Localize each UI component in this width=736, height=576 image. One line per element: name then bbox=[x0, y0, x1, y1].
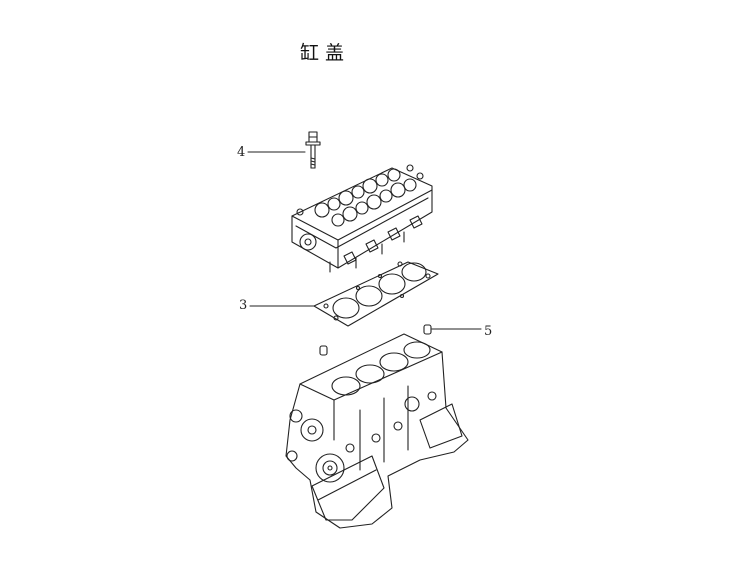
cylinder-block bbox=[285, 333, 469, 529]
dowel-pin-right bbox=[423, 324, 432, 335]
page-title: 缸盖 bbox=[300, 42, 351, 64]
cylinder-head bbox=[291, 164, 433, 273]
callout-3-label: 3 bbox=[239, 298, 248, 313]
callout-5-label: 5 bbox=[484, 324, 493, 339]
head-gasket bbox=[313, 261, 439, 327]
dowel-pin-left bbox=[319, 345, 328, 356]
head-bolt bbox=[305, 131, 321, 169]
callout-4-label: 4 bbox=[237, 145, 246, 160]
